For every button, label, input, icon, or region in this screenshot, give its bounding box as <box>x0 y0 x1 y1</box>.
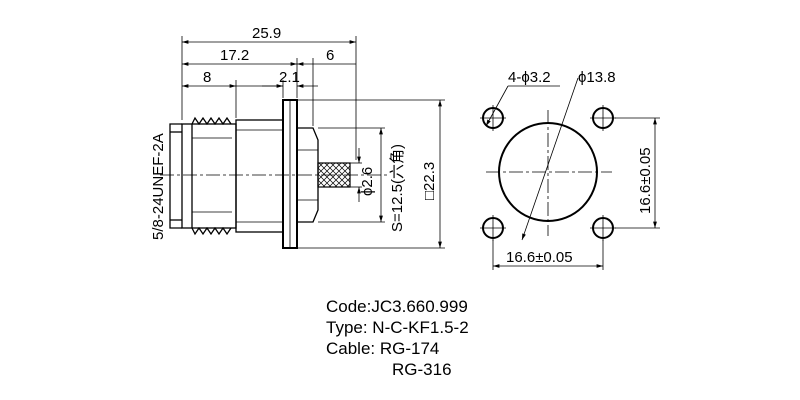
overall-length-label: 25.9 <box>252 25 281 42</box>
hex-size-label: S=12.5(六角) <box>389 144 406 232</box>
thread-spec-label: 5/8-24UNEF-2A <box>150 133 167 240</box>
center-dia-label: ϕ13.8 <box>578 69 616 86</box>
thread-length-label: 8 <box>203 69 211 86</box>
hole-spec-label: 4-ϕ3.2 <box>508 69 551 86</box>
center-bore <box>498 122 598 222</box>
flange-square-label: □22.3 <box>421 162 438 200</box>
cable-line-2: RG-316 <box>392 360 452 379</box>
body-length-label: 17.2 <box>220 47 249 64</box>
mounting-holes <box>480 105 616 241</box>
flange-thickness-label: 2.1 <box>279 69 300 86</box>
part-info: Code:JC3.660.999 Type: N-C-KF1.5-2 Cable… <box>326 296 469 380</box>
hex-nut <box>296 127 319 223</box>
flange-to-end-label: 6 <box>326 47 334 64</box>
cable-line: Cable: RG-174 <box>326 339 440 358</box>
connector-body <box>235 119 284 233</box>
flange <box>282 99 298 249</box>
front-view: 4-ϕ3.2 ϕ13.8 16.6±0.05 16.6±0.05 <box>480 69 660 270</box>
code-line: Code:JC3.660.999 <box>326 297 468 316</box>
cable-dia-label: ϕ2.6 <box>359 167 376 196</box>
thread-section <box>169 116 237 236</box>
side-view: 25.9 17.2 6 8 2.1 5/8-24UNEF-2A ϕ2.6 S=1… <box>150 25 445 249</box>
hole-spacing-h-label: 16.6±0.05 <box>506 249 573 266</box>
type-line: Type: N-C-KF1.5-2 <box>326 318 469 337</box>
hole-spacing-v-label: 16.6±0.05 <box>637 147 654 214</box>
cable-crimp <box>317 162 351 188</box>
